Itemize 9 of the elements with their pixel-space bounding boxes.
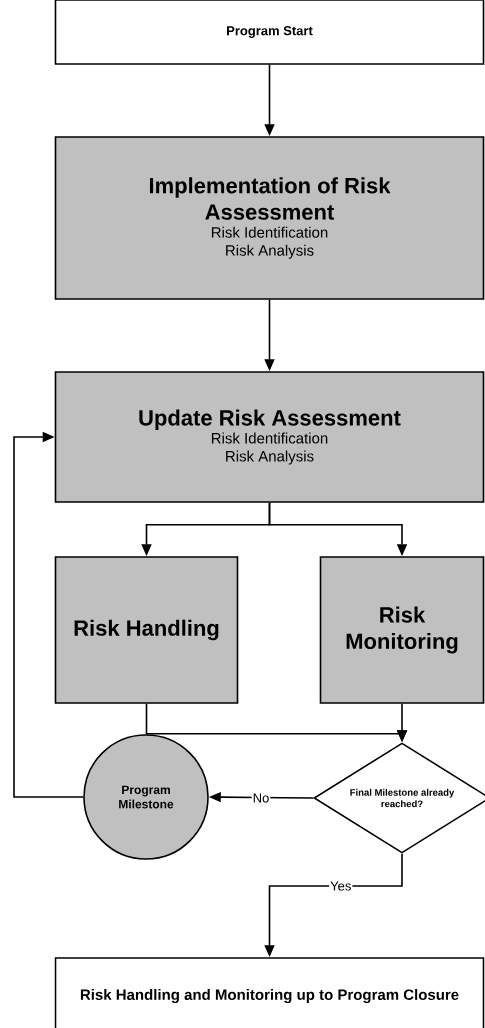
- process-box: Implementation of Risk Assessment Risk Identification Risk Analysis: [54, 136, 485, 300]
- process-box: Risk Monitoring: [319, 556, 485, 704]
- edge-label: No: [251, 792, 271, 804]
- start-box: Program Start: [54, 0, 485, 65]
- end-box: Risk Handling and Monitoring up to Program Closure: [54, 957, 485, 1028]
- edge-label: Yes: [329, 880, 353, 892]
- process-box: Risk Handling: [54, 556, 239, 704]
- arrow: [13, 431, 84, 798]
- process-box: Update Risk Assessment Risk Identification Risk Analysis: [54, 371, 485, 503]
